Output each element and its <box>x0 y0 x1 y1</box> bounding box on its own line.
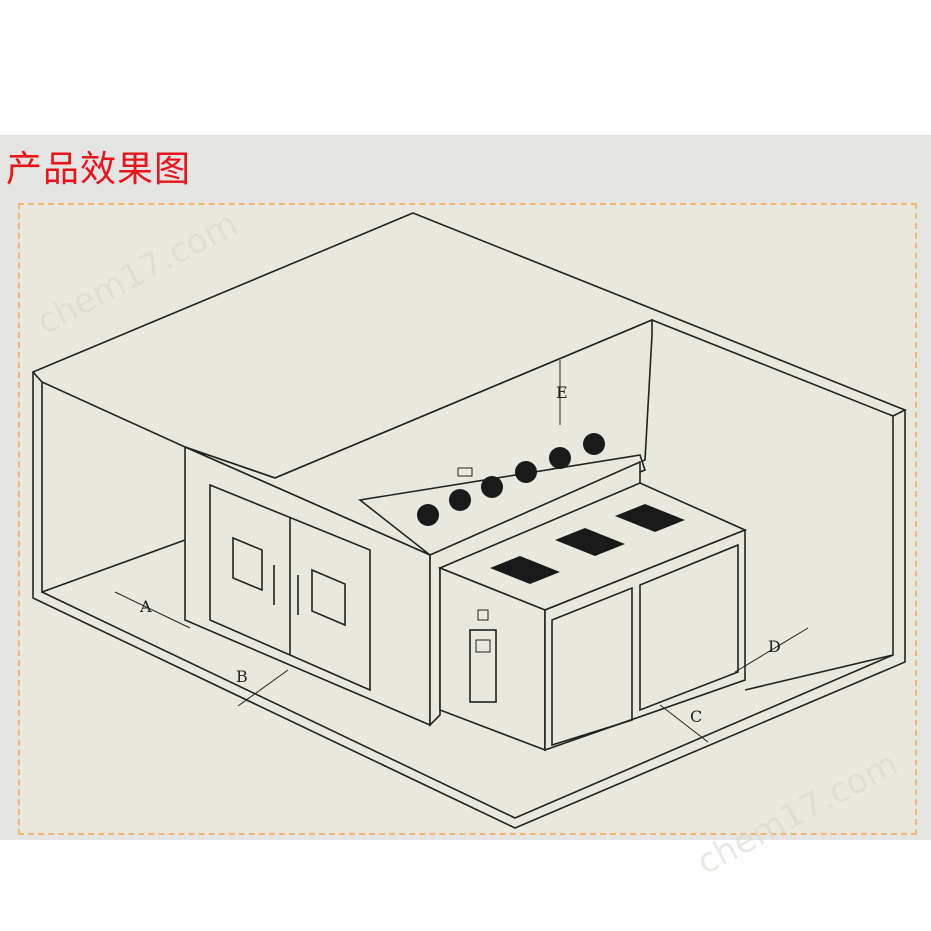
dimension-label-d: D <box>768 637 781 656</box>
dimension-label-e: E <box>556 383 568 402</box>
dimension-label-c: C <box>690 707 702 726</box>
page-title: 产品效果图 <box>6 149 192 190</box>
door-window-right <box>311 568 346 627</box>
door-window-left <box>232 536 263 592</box>
watermark-bottom: chem17.com <box>690 744 904 883</box>
refrigeration-unit <box>437 482 748 752</box>
vent-grille <box>615 504 685 532</box>
power-switch-icon <box>477 609 489 621</box>
dimension-lines <box>114 360 809 743</box>
dimension-label-a: A <box>139 597 152 616</box>
vent-grille <box>490 556 560 584</box>
fan-motors <box>417 433 605 526</box>
vent-grille <box>555 528 625 556</box>
chamber-door <box>209 483 371 692</box>
control-panel <box>469 629 497 703</box>
dimension-label-b: B <box>236 667 248 686</box>
control-display <box>475 639 491 653</box>
